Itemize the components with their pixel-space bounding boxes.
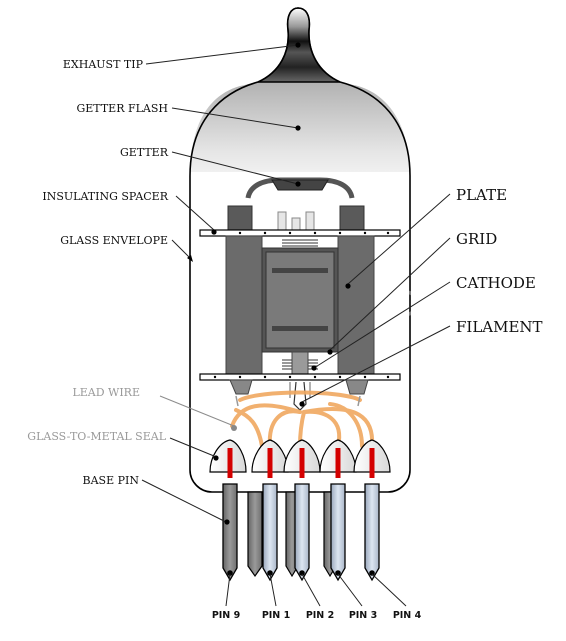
left-labels: EXHAUST TIP GETTER FLASH GETTER INSULATI… bbox=[27, 58, 168, 487]
label-insulating-spacer: INSULATING SPACER bbox=[42, 190, 168, 203]
pin-2 bbox=[294, 483, 310, 582]
pin-9 bbox=[222, 483, 238, 582]
pin-1 bbox=[262, 483, 278, 582]
lower-insulating-spacer bbox=[199, 373, 401, 381]
label-exhaust-tip: EXHAUST TIP bbox=[63, 58, 144, 71]
plate bbox=[265, 251, 335, 349]
label-cathode: CATHODE bbox=[456, 274, 536, 292]
electrode-assembly bbox=[199, 205, 401, 411]
pin-3 bbox=[330, 483, 346, 582]
plate-wall-left bbox=[225, 235, 263, 375]
lead-wires bbox=[230, 390, 375, 448]
label-lead-wire: LEAD WIRE bbox=[72, 386, 140, 399]
label-plate: PLATE bbox=[456, 186, 507, 204]
label-pin-9: PIN 9 bbox=[212, 610, 240, 621]
upper-insulating-spacer bbox=[199, 229, 401, 237]
pin-4 bbox=[364, 483, 380, 582]
pin-labels: PIN 9 PIN 1 PIN 2 PIN 3 PIN 4 bbox=[212, 610, 422, 621]
label-pin-4: PIN 4 bbox=[393, 610, 422, 621]
cathode bbox=[291, 351, 309, 377]
right-labels: PLATE GRID CATHODE FILAMENT bbox=[456, 186, 543, 336]
label-pin-3: PIN 3 bbox=[349, 610, 377, 621]
base-pins bbox=[222, 483, 380, 582]
label-glass-envelope: GLASS ENVELOPE bbox=[60, 234, 168, 247]
seal-cores bbox=[227, 448, 375, 478]
filament bbox=[293, 381, 307, 411]
base-pins-rear bbox=[247, 491, 337, 578]
label-getter-flash: GETTER FLASH bbox=[76, 102, 168, 115]
label-grid: GRID bbox=[456, 230, 497, 248]
label-pin-2: PIN 2 bbox=[306, 610, 334, 621]
label-pin-1: PIN 1 bbox=[262, 610, 290, 621]
label-filament: FILAMENT bbox=[456, 318, 543, 336]
leader-lines bbox=[141, 42, 451, 607]
plate-wall-right bbox=[337, 235, 375, 375]
label-base-pin: BASE PIN bbox=[83, 474, 140, 487]
label-getter: GETTER bbox=[120, 146, 169, 159]
label-glass-to-metal-seal: GLASS-TO-METAL SEAL bbox=[27, 430, 166, 443]
